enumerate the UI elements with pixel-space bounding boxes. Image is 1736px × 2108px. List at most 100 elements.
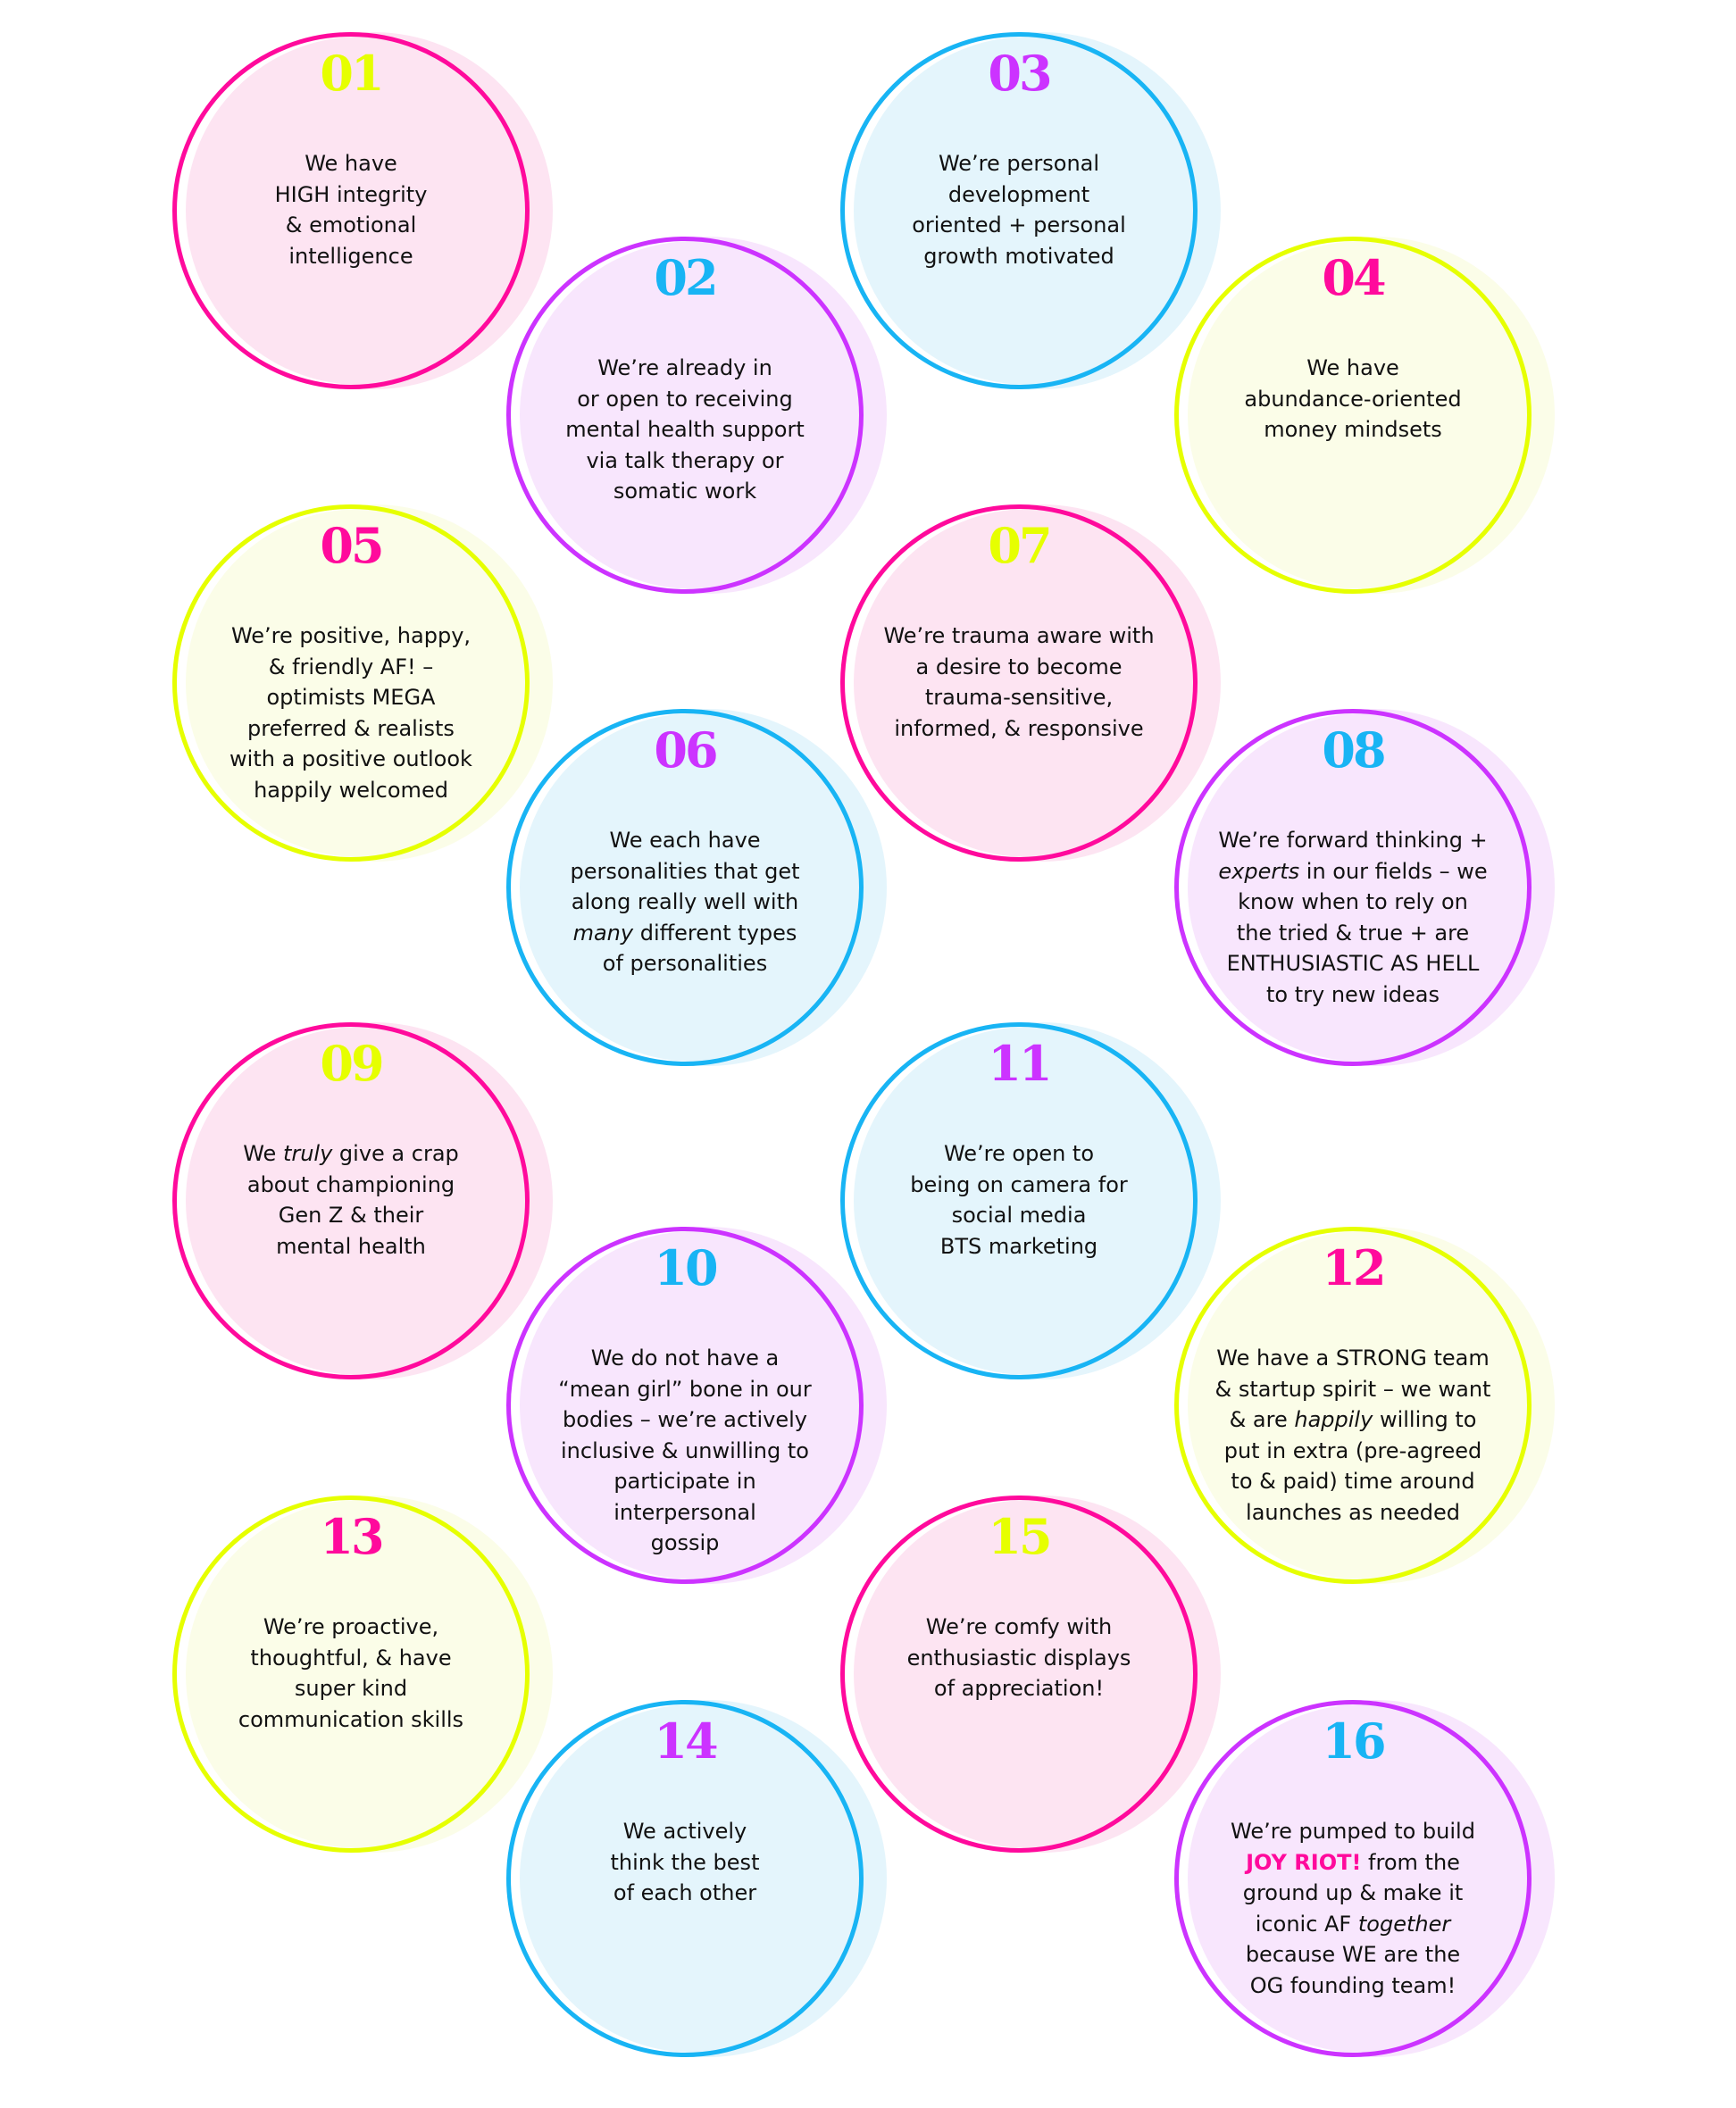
- circle-outline: [506, 237, 864, 594]
- text-segment: enthusiastic displays: [906, 1645, 1131, 1671]
- description-line: know when to rely on: [1192, 887, 1514, 918]
- description-line: “mean girl” bone in our: [524, 1374, 846, 1405]
- value-description: We’re proactive, thoughtful, & have super …: [190, 1612, 512, 1735]
- description-line: HIGH integrity: [190, 179, 512, 211]
- text-segment: a desire to become: [915, 654, 1123, 679]
- text-segment: the tried & true + are: [1236, 920, 1470, 946]
- value-number: 13: [320, 1508, 384, 1565]
- text-segment: & emotional: [285, 212, 417, 237]
- description-line: being on camera for: [858, 1170, 1180, 1201]
- text-segment: about championing: [246, 1171, 455, 1197]
- text-segment: gossip: [650, 1530, 720, 1555]
- description-line: or open to receiving: [524, 384, 846, 415]
- description-line: We’re personal: [858, 148, 1180, 179]
- description-line: of personalities: [524, 948, 846, 979]
- description-line: We truly give a crap: [190, 1138, 512, 1170]
- emphasis-text: many: [572, 920, 634, 946]
- text-segment: interpersonal: [613, 1499, 756, 1525]
- description-line: We have: [190, 148, 512, 179]
- text-segment: We’re proactive,: [263, 1614, 439, 1639]
- text-segment: of appreciation!: [933, 1676, 1105, 1701]
- description-line: ground up & make it: [1192, 1878, 1514, 1909]
- text-segment: bodies – we’re actively: [563, 1407, 807, 1432]
- text-segment: in our fields – we: [1299, 858, 1488, 884]
- text-segment: communication skills: [238, 1706, 464, 1732]
- text-segment: to & paid) time around: [1231, 1469, 1475, 1494]
- description-line: somatic work: [524, 476, 846, 507]
- description-line: We do not have a: [524, 1343, 846, 1374]
- text-segment: abundance-oriented: [1244, 386, 1462, 412]
- emphasis-text: together: [1357, 1911, 1451, 1937]
- text-segment: We each have: [609, 828, 761, 853]
- text-segment: trauma-sensitive,: [924, 685, 1114, 710]
- emphasis-text: truly: [282, 1141, 333, 1166]
- value-number: 03: [988, 45, 1052, 102]
- text-segment: OG founding team!: [1249, 1972, 1456, 1998]
- description-line: of appreciation!: [858, 1673, 1180, 1704]
- circle-outline: [506, 1700, 864, 2057]
- text-segment: optimists MEGA: [266, 685, 436, 710]
- text-segment: different types: [633, 920, 797, 946]
- text-segment: development: [947, 181, 1090, 207]
- text-segment: intelligence: [288, 243, 413, 269]
- value-number: 09: [320, 1035, 384, 1092]
- description-line: We’re open to: [858, 1138, 1180, 1170]
- description-line: abundance-oriented: [1192, 384, 1514, 415]
- value-number: 11: [988, 1035, 1052, 1092]
- text-segment: We have: [1306, 355, 1399, 380]
- text-segment: iconic AF: [1255, 1911, 1358, 1937]
- text-segment: willing to: [1373, 1407, 1477, 1432]
- circle-outline: [1174, 1700, 1532, 2057]
- description-line: with a positive outlook: [190, 744, 512, 775]
- circle-outline: [840, 1496, 1198, 1853]
- description-line: intelligence: [190, 241, 512, 272]
- circle-outline: [840, 1022, 1198, 1379]
- description-line: We each have: [524, 825, 846, 856]
- description-line: We have: [1192, 353, 1514, 384]
- description-line: a desire to become: [858, 652, 1180, 683]
- circle-outline: [172, 1496, 530, 1853]
- text-segment: We actively: [622, 1819, 747, 1844]
- text-segment: somatic work: [613, 479, 757, 504]
- description-line: mental health: [190, 1231, 512, 1262]
- text-segment: We’re already in: [597, 355, 772, 380]
- text-segment: We’re open to: [943, 1141, 1095, 1166]
- text-segment: super kind: [294, 1676, 408, 1701]
- description-line: personalities that get: [524, 856, 846, 887]
- description-line: We’re trauma aware with: [858, 621, 1180, 652]
- text-segment: We’re comfy with: [925, 1614, 1113, 1639]
- description-line: We’re positive, happy,: [190, 621, 512, 652]
- value-number: 14: [654, 1712, 718, 1770]
- description-line: & startup spirit – we want: [1192, 1374, 1514, 1405]
- description-line: think the best: [524, 1847, 846, 1879]
- text-segment: with a positive outlook: [230, 746, 472, 771]
- text-segment: thoughtful, & have: [250, 1645, 452, 1671]
- description-line: gossip: [524, 1528, 846, 1559]
- text-segment: mental health support: [565, 417, 805, 442]
- value-number: 07: [988, 517, 1052, 574]
- description-line: to & paid) time around: [1192, 1466, 1514, 1497]
- text-segment: informed, & responsive: [894, 715, 1144, 741]
- description-line: thoughtful, & have: [190, 1643, 512, 1674]
- description-line: happily welcomed: [190, 775, 512, 806]
- value-number: 05: [320, 517, 384, 574]
- text-segment: put in extra (pre-agreed: [1223, 1437, 1482, 1463]
- text-segment: know when to rely on: [1238, 889, 1468, 914]
- text-segment: We’re positive, happy,: [230, 623, 472, 648]
- description-line: JOY RIOT! from the: [1192, 1847, 1514, 1879]
- text-segment: via talk therapy or: [586, 447, 784, 473]
- text-segment: or open to receiving: [577, 386, 793, 412]
- text-segment: We do not have a: [590, 1346, 780, 1371]
